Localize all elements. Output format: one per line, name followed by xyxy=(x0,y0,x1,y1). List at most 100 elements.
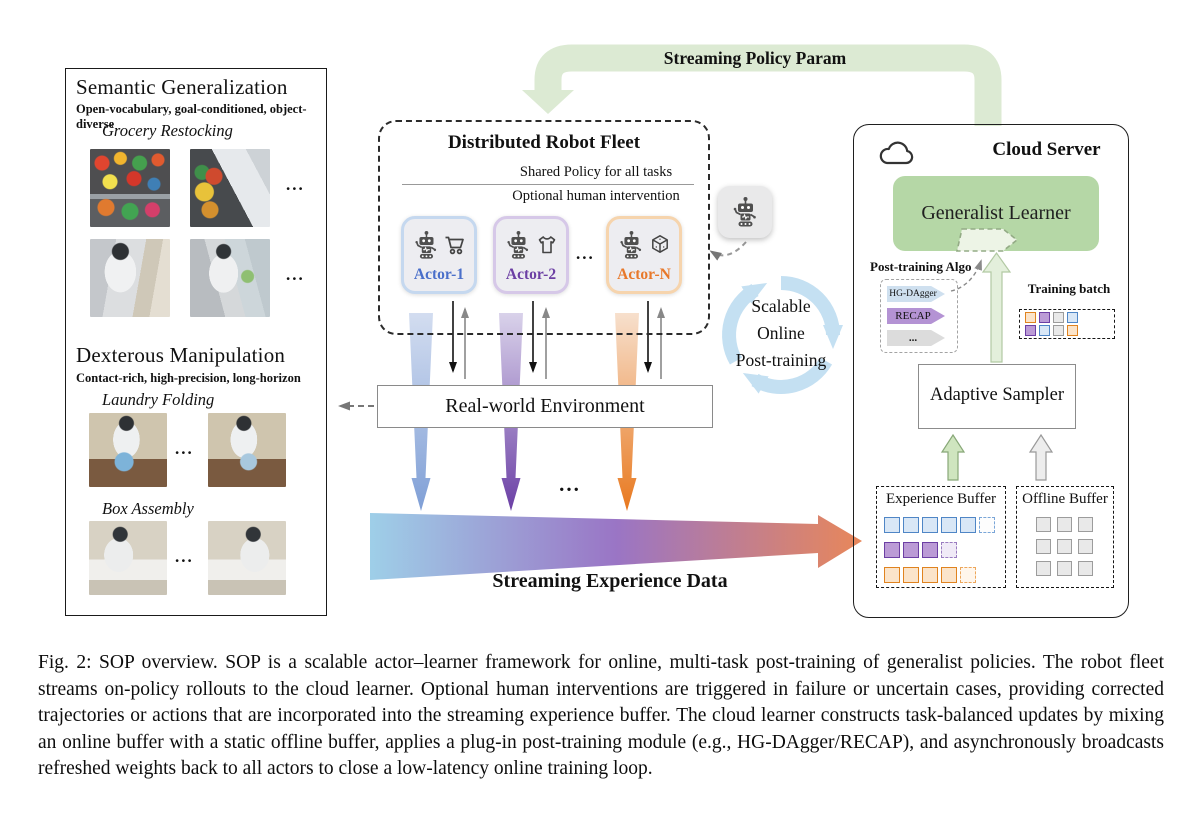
buffer-square-purple xyxy=(922,542,938,558)
batch-row xyxy=(1025,312,1114,323)
fleet-title: Distributed Robot Fleet xyxy=(447,132,641,153)
environment-label: Real-world Environment xyxy=(445,395,645,417)
generalist-learner-label: Generalist Learner xyxy=(921,202,1071,224)
batch-row xyxy=(1025,325,1114,336)
buffer-square-orange xyxy=(884,567,900,583)
buffer-square-gray xyxy=(1053,325,1064,336)
buffer-square-blue xyxy=(922,517,938,533)
actor-2-label: Actor-2 xyxy=(505,266,557,283)
post-training-algo-label: Post-training Algo xyxy=(870,259,972,274)
buffer-square-gray xyxy=(1053,312,1064,323)
buffer-square-gray xyxy=(1057,539,1072,554)
cycle-line-2: Online xyxy=(757,323,805,343)
buffer-square-orange xyxy=(1025,312,1036,323)
training-batch-label: Training batch xyxy=(1027,281,1111,296)
ellipsis: ... xyxy=(175,547,194,566)
teleop-to-fleet-dashed-arrow xyxy=(709,241,747,261)
actor-1-card: Actor-1 xyxy=(401,216,477,294)
streaming-experience-data-label: Streaming Experience Data xyxy=(492,570,728,592)
laundry-folding-label: Laundry Folding xyxy=(102,390,215,409)
buffer-square-gray xyxy=(1078,561,1093,576)
grocery-restocking-label: Grocery Restocking xyxy=(102,121,233,140)
cloud-icon xyxy=(876,137,920,167)
semantic-generalization-title: Semantic Generalization xyxy=(76,75,288,99)
actor-n-card: Actor-N xyxy=(606,216,682,294)
buffer-square-blue xyxy=(1067,312,1078,323)
buffer-square-orange xyxy=(1067,325,1078,336)
scalable-online-post-training-label: Scalable Online Post-training xyxy=(713,293,849,374)
robot-icon xyxy=(729,196,761,228)
figure-caption: Fig. 2: SOP overview. SOP is a scalable … xyxy=(38,652,1164,780)
cube-icon xyxy=(648,233,672,257)
ellipsis: ... xyxy=(175,439,194,458)
laundry-photo-2 xyxy=(208,413,286,487)
buffer-square-orange-dot xyxy=(960,567,976,583)
experience-buffer-title: Experience Buffer xyxy=(885,491,997,507)
robot-icon xyxy=(503,230,533,260)
buffer-square-orange xyxy=(922,567,938,583)
robot-icon xyxy=(616,230,646,260)
optional-intervention-label: Optional human intervention xyxy=(512,188,680,204)
experience-buffer-row xyxy=(884,542,957,558)
grocery-photo-1 xyxy=(90,149,170,227)
cycle-line-1: Scalable xyxy=(751,296,811,316)
buffer-square-blue xyxy=(941,517,957,533)
real-world-environment-box: Real-world Environment xyxy=(377,385,713,428)
buffer-square-purple xyxy=(884,542,900,558)
shared-policy-label: Shared Policy for all tasks xyxy=(519,164,673,180)
ellipsis: ... xyxy=(286,175,305,194)
buffer-square-purple xyxy=(1039,312,1050,323)
experience-buffer-box: Experience Buffer xyxy=(876,486,1006,588)
offline-buffer-row xyxy=(1036,539,1093,554)
offline-buffer-row xyxy=(1036,517,1093,532)
ellipsis: ... xyxy=(559,472,581,496)
adaptive-sampler-box: Adaptive Sampler xyxy=(918,364,1076,429)
actor-n-label: Actor-N xyxy=(617,266,671,283)
buffer-square-gray xyxy=(1057,517,1072,532)
cycle-line-3: Post-training xyxy=(735,350,827,370)
semantic-generalization-subtitle: Open-vocabulary, goal-conditioned, objec… xyxy=(76,102,307,131)
task-panel: Semantic Generalization Open-vocabulary,… xyxy=(65,68,327,616)
distributed-robot-fleet-box: Distributed Robot Fleet Shared Policy fo… xyxy=(378,120,710,335)
buffer-square-purple-dot xyxy=(941,542,957,558)
buffer-square-gray xyxy=(1057,561,1072,576)
post-training-algo-box xyxy=(880,279,958,353)
adaptive-sampler-label: Adaptive Sampler xyxy=(929,385,1065,405)
buffer-square-gray xyxy=(1078,517,1093,532)
generalist-learner-box: Generalist Learner xyxy=(893,176,1099,251)
actor-2-card: Actor-2 xyxy=(493,216,569,294)
cloud-server-box: Cloud Server Generalist Learner Post-tra… xyxy=(853,124,1129,618)
buffer-square-blue xyxy=(884,517,900,533)
laundry-photo-1 xyxy=(89,413,167,487)
cloud-server-title: Cloud Server xyxy=(992,139,1101,160)
buffer-square-orange xyxy=(941,567,957,583)
buffer-square-gray xyxy=(1078,539,1093,554)
actor-1-label: Actor-1 xyxy=(413,266,465,283)
buffer-square-gray xyxy=(1036,539,1051,554)
buffer-square-orange xyxy=(903,567,919,583)
buffer-square-blue xyxy=(1039,325,1050,336)
algo-recap-banner: RECAP xyxy=(887,308,945,324)
offline-buffer-box: Offline Buffer xyxy=(1016,486,1114,588)
grocery-photo-3 xyxy=(90,239,170,317)
algo-more-banner: ... xyxy=(887,330,945,346)
grocery-photo-4 xyxy=(190,239,270,317)
buffer-square-gray xyxy=(1036,561,1051,576)
grocery-photo-2 xyxy=(190,149,270,227)
shirt-icon xyxy=(535,233,559,257)
streaming-policy-param-label: Streaming Policy Param xyxy=(663,48,847,68)
ellipsis: ... xyxy=(286,265,305,284)
experience-buffer-row xyxy=(884,567,976,583)
buffer-square-purple xyxy=(1025,325,1036,336)
buffer-square-gray xyxy=(1036,517,1051,532)
box-photo-2 xyxy=(208,521,286,595)
dexterous-manipulation-title: Dexterous Manipulation xyxy=(76,343,286,367)
human-teleop-card xyxy=(718,186,772,238)
offline-buffer-row xyxy=(1036,561,1093,576)
training-batch-box xyxy=(1019,309,1115,339)
robot-icon xyxy=(411,230,441,260)
experience-buffer-row xyxy=(884,517,995,533)
box-photo-1 xyxy=(89,521,167,595)
cart-icon xyxy=(443,233,467,257)
